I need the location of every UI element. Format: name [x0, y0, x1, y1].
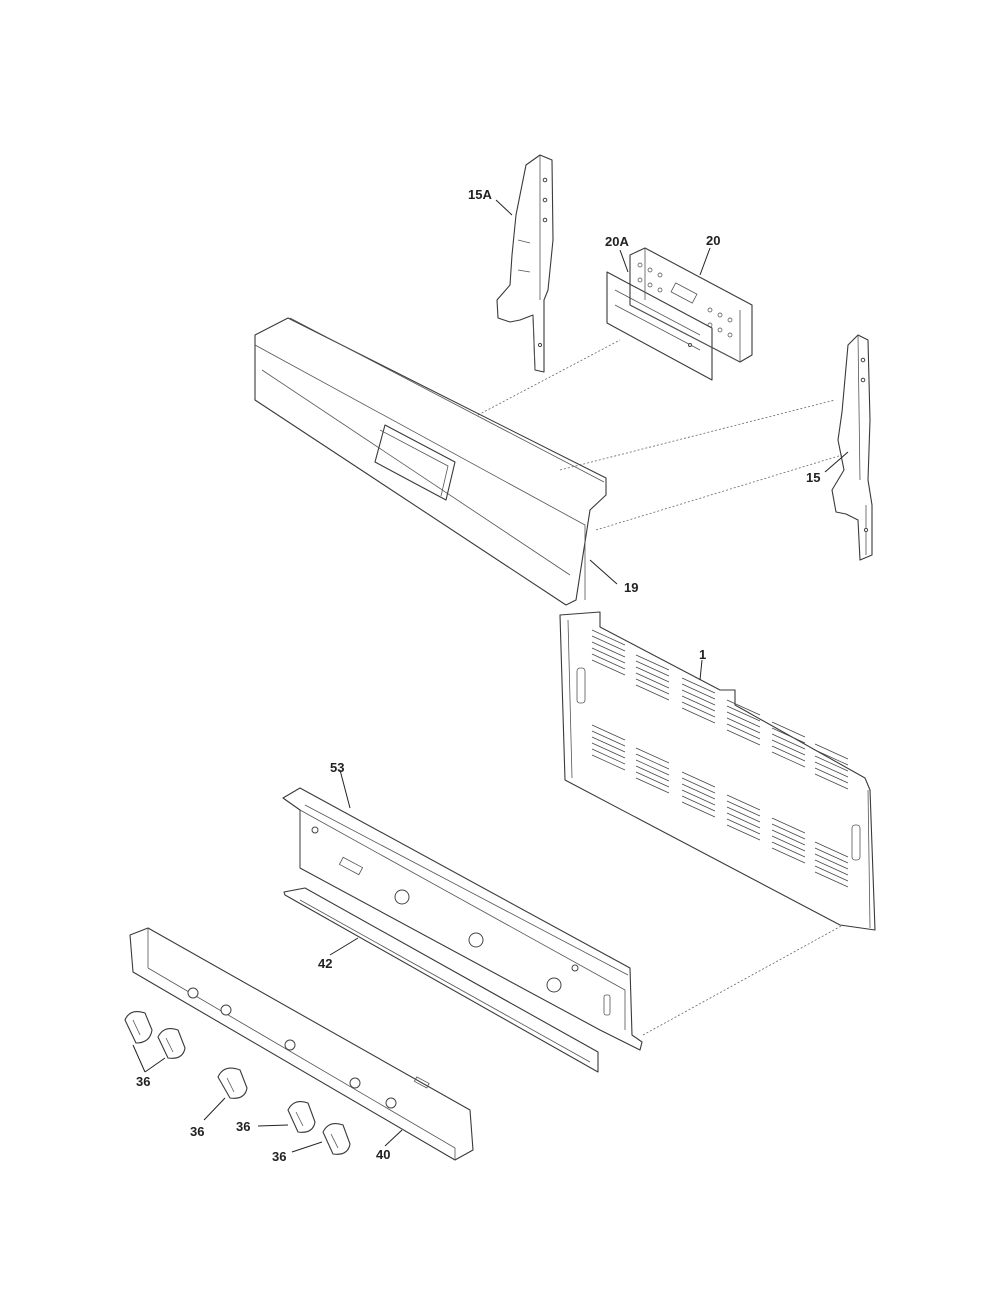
callout-labels: 15A 20A 20 15 19 1 53 42 36 36 36 36 40	[136, 187, 820, 1164]
knob-2[interactable]	[157, 1028, 186, 1059]
backguard-console[interactable]	[254, 317, 607, 606]
electronic-control-board[interactable]	[629, 247, 753, 363]
alignment-lines	[477, 339, 844, 1036]
callout-53: 53	[330, 760, 344, 775]
callout-15a: 15A	[468, 187, 492, 202]
callout-36-knob-far-right: 36	[272, 1149, 286, 1164]
knob-1[interactable]	[124, 1011, 153, 1044]
callout-20: 20	[706, 233, 720, 248]
manifold-panel[interactable]	[282, 787, 643, 1051]
callout-19: 19	[624, 580, 638, 595]
rear-panel[interactable]	[559, 611, 876, 931]
knob-5[interactable]	[322, 1123, 351, 1155]
end-bracket-right[interactable]	[831, 334, 873, 561]
leader-lines	[132, 199, 849, 1153]
callout-15: 15	[806, 470, 820, 485]
knob-3[interactable]	[217, 1067, 248, 1099]
lower-trim-strip[interactable]	[283, 887, 599, 1073]
control-panel[interactable]	[129, 927, 474, 1161]
callout-20a: 20A	[605, 234, 629, 249]
callout-1: 1	[699, 647, 706, 662]
control-overlay[interactable]	[606, 271, 713, 381]
knob-4[interactable]	[287, 1101, 316, 1133]
callout-42: 42	[318, 956, 332, 971]
vent-slots	[591, 629, 849, 888]
callout-36-knob-center: 36	[190, 1124, 204, 1139]
callout-36-knob-right: 36	[236, 1119, 250, 1134]
callout-40: 40	[376, 1147, 390, 1162]
callout-36-knob-pair: 36	[136, 1074, 150, 1089]
end-bracket-left[interactable]	[496, 154, 554, 373]
